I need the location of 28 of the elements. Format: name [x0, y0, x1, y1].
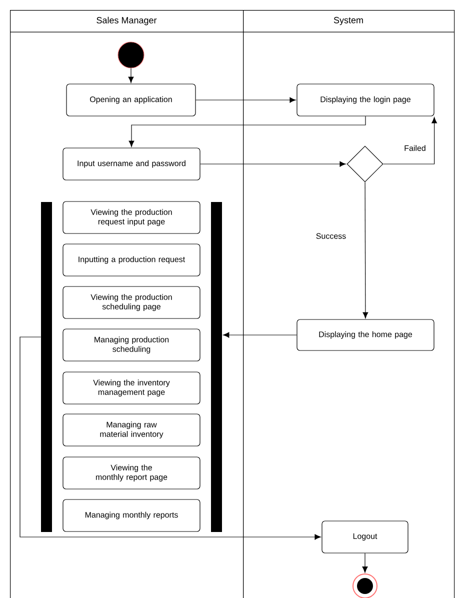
- decision-diamond: [346, 146, 384, 182]
- activity-box: Managing raw material inventory: [62, 414, 200, 446]
- activity-box: Displaying the login page: [296, 84, 434, 116]
- fork-bar: [41, 202, 52, 532]
- activity-box: Viewing the monthly report page: [62, 456, 200, 490]
- initial-node: [118, 42, 144, 68]
- arrow: [383, 117, 438, 164]
- activity-box: Managing monthly reports: [62, 499, 200, 532]
- activity-box: Displaying the home page: [296, 319, 434, 351]
- arrow: [362, 182, 368, 318]
- activity-box: Inputting a production request: [62, 244, 200, 276]
- arrow: [20, 336, 321, 540]
- activity-box: Logout: [322, 520, 408, 554]
- arrow: [196, 97, 296, 103]
- arrow: [222, 332, 297, 338]
- arrow: [362, 553, 368, 573]
- arrow: [128, 116, 366, 147]
- arrow: [200, 161, 346, 167]
- edge-label: Success: [314, 232, 348, 240]
- activity-box: Managing production scheduling: [62, 328, 200, 362]
- activity-box: Viewing the inventory management page: [62, 372, 200, 404]
- activity-box: Input username and password: [62, 148, 200, 180]
- activity-box: Viewing the production scheduling page: [62, 286, 200, 319]
- activity-box: Viewing the production request input page: [62, 201, 200, 234]
- final-node: [352, 574, 378, 598]
- activity-box: Opening an application: [66, 84, 196, 116]
- arrow: [128, 68, 134, 83]
- edge-label: Failed: [403, 144, 427, 152]
